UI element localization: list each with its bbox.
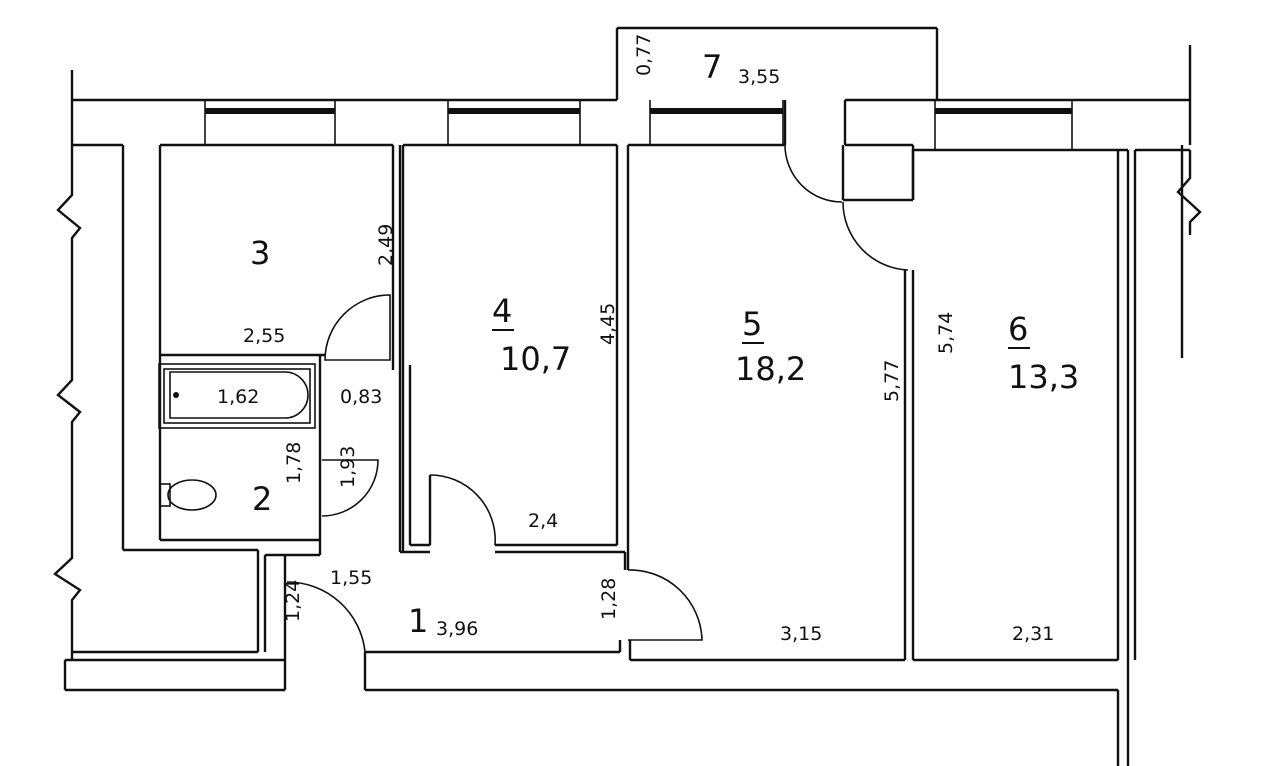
dim-1-28: 1,28 — [598, 578, 620, 620]
windows — [204, 100, 1073, 150]
room-2-number: 2 — [252, 480, 272, 518]
room-3-number: 3 — [250, 234, 270, 272]
window-room-3 — [204, 100, 336, 145]
room-5-number: 5 — [742, 305, 762, 343]
room-1-number: 1 — [408, 602, 428, 640]
dim-2-55: 2,55 — [243, 325, 285, 347]
room-5-area: 18,2 — [735, 350, 806, 388]
dim-5-77: 5,77 — [881, 360, 903, 402]
doors — [286, 144, 909, 653]
door-balcony — [784, 144, 843, 203]
room-6-area: 13,3 — [1008, 358, 1079, 396]
room-7-area: 3,55 — [738, 66, 780, 88]
window-room-6 — [934, 100, 1073, 150]
room-1-area: 3,96 — [436, 618, 478, 640]
dim-5-74: 5,74 — [935, 312, 957, 354]
dim-1-78: 1,78 — [283, 442, 305, 484]
dim-2-31: 2,31 — [1012, 623, 1054, 645]
dim-1-93: 1,93 — [337, 446, 359, 488]
toilet — [159, 479, 217, 511]
door-entrance — [286, 581, 366, 653]
dim-1-55: 1,55 — [330, 567, 372, 589]
bathtub — [158, 363, 316, 429]
dim-2-49: 2,49 — [375, 224, 397, 266]
room-4-area: 10,7 — [500, 340, 571, 378]
dim-3-15: 3,15 — [780, 623, 822, 645]
walls — [53, 26, 1202, 766]
dim-1-24: 1,24 — [282, 580, 304, 622]
room-7-number: 7 — [702, 48, 722, 86]
door-room-2 — [321, 459, 379, 517]
door-room-3 — [324, 294, 391, 361]
dim-2-4: 2,4 — [528, 510, 558, 532]
door-room-4 — [429, 474, 496, 546]
room-4-number: 4 — [492, 292, 512, 330]
dim-0-77: 0,77 — [633, 34, 655, 76]
dim-1-62: 1,62 — [217, 386, 259, 408]
door-room-6 — [842, 201, 909, 271]
dim-4-45: 4,45 — [597, 303, 619, 345]
room-6-number: 6 — [1008, 310, 1028, 348]
door-room-5 — [627, 569, 703, 641]
window-room-5 — [649, 100, 784, 145]
dim-0-83: 0,83 — [340, 386, 382, 408]
window-room-4 — [447, 100, 581, 145]
